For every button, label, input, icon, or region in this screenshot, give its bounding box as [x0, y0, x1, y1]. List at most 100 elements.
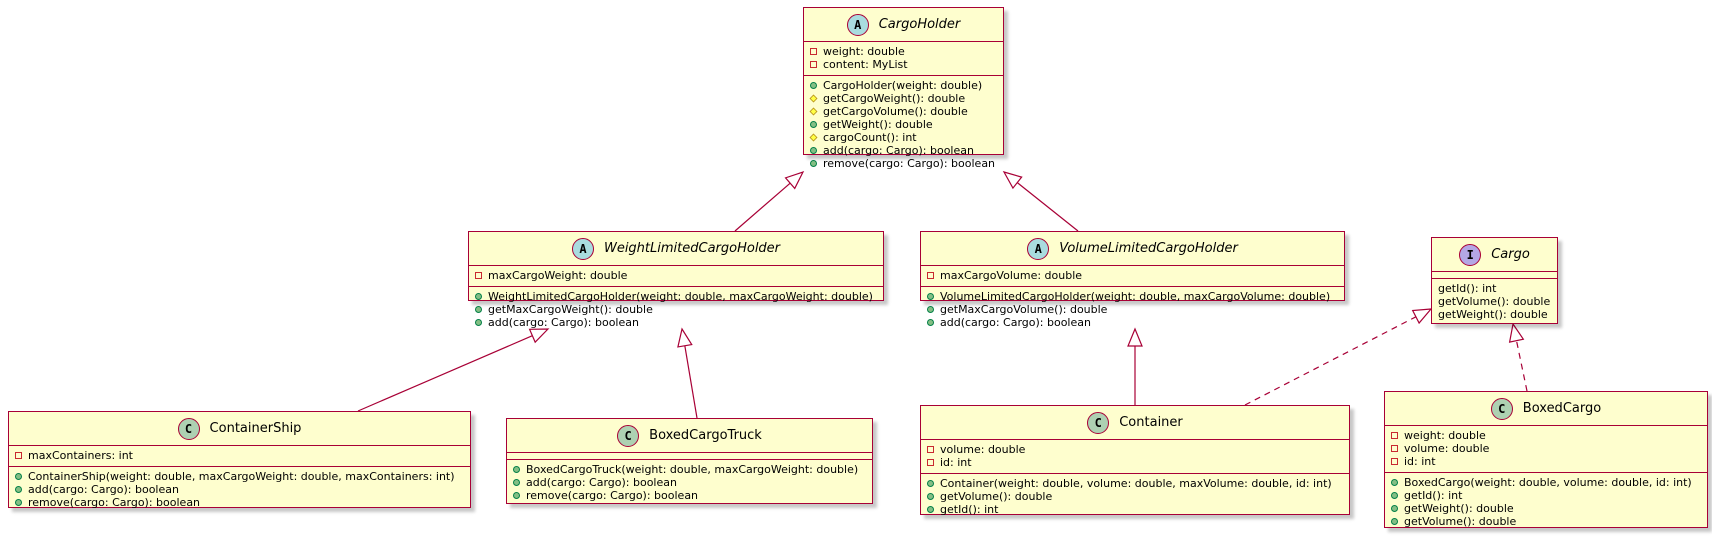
fields-section: maxCargoWeight: double	[469, 266, 883, 287]
private-visibility-icon	[927, 459, 934, 466]
method-text: getCargoWeight(): double	[823, 92, 966, 105]
public-visibility-icon	[927, 306, 934, 313]
method-text: getId(): int	[940, 503, 999, 516]
class-icon: C	[1087, 411, 1110, 434]
public-visibility-icon	[15, 473, 22, 480]
field-text: weight: double	[823, 45, 905, 58]
field-row: id: int	[1391, 455, 1701, 468]
method-row: add(cargo: Cargo): boolean	[475, 316, 877, 329]
inheritance-arrowhead	[1411, 308, 1433, 325]
class-name: Cargo	[1491, 247, 1530, 262]
methods-section: ContainerShip(weight: double, maxCargoWe…	[9, 467, 470, 513]
field-row: maxContainers: int	[15, 449, 464, 462]
public-visibility-icon	[810, 160, 817, 167]
public-visibility-icon	[475, 319, 482, 326]
public-visibility-icon	[1391, 505, 1398, 512]
field-row: maxCargoWeight: double	[475, 269, 877, 282]
class-containership[interactable]: C ContainerShip maxContainers: int Conta…	[8, 411, 471, 509]
fields-section: maxContainers: int	[9, 446, 470, 467]
method-row: add(cargo: Cargo): boolean	[513, 476, 866, 489]
field-row: id: int	[927, 456, 1343, 469]
methods-section: WeightLimitedCargoHolder(weight: double,…	[469, 287, 883, 333]
protected-visibility-icon	[809, 107, 818, 116]
method-row: getId(): int	[927, 503, 1343, 516]
method-row: WeightLimitedCargoHolder(weight: double,…	[475, 290, 877, 303]
private-visibility-icon	[1391, 432, 1398, 439]
method-text: add(cargo: Cargo): boolean	[823, 144, 974, 157]
method-text: getCargoVolume(): double	[823, 105, 968, 118]
public-visibility-icon	[513, 479, 520, 486]
abstract-class-icon: A	[1027, 237, 1050, 260]
field-text: content: MyList	[823, 58, 908, 71]
protected-visibility-icon	[809, 133, 818, 142]
private-visibility-icon	[1391, 458, 1398, 465]
method-row: ContainerShip(weight: double, maxCargoWe…	[15, 470, 464, 483]
public-visibility-icon	[810, 147, 817, 154]
interface-icon: I	[1459, 243, 1482, 266]
class-name: WeightLimitedCargoHolder	[603, 241, 781, 256]
methods-section: BoxedCargo(weight: double, volume: doubl…	[1385, 473, 1707, 532]
inheritance-arrowhead	[1508, 322, 1525, 343]
methods-section: Container(weight: double, volume: double…	[921, 474, 1349, 520]
method-text: BoxedCargoTruck(weight: double, maxCargo…	[526, 463, 859, 476]
class-weightlimitedcargoholder[interactable]: A WeightLimitedCargoHolder maxCargoWeigh…	[468, 231, 884, 329]
class-name: CargoHolder	[878, 17, 961, 32]
methods-section: VolumeLimitedCargoHolder(weight: double,…	[921, 287, 1344, 333]
method-text: getVolume(): double	[940, 490, 1053, 503]
class-header: I Cargo	[1432, 238, 1557, 272]
class-icon: C	[1490, 397, 1513, 420]
method-text: getWeight(): double	[823, 118, 933, 131]
method-text: add(cargo: Cargo): boolean	[940, 316, 1091, 329]
inheritance-arrowhead	[1127, 327, 1143, 347]
method-row: BoxedCargoTruck(weight: double, maxCargo…	[513, 463, 866, 476]
methods-section: CargoHolder(weight: double)getCargoWeigh…	[804, 76, 1003, 174]
method-row: getVolume(): double	[1438, 295, 1551, 308]
fields-section	[507, 453, 872, 460]
class-header: C ContainerShip	[9, 412, 470, 446]
class-header: A WeightLimitedCargoHolder	[469, 232, 883, 266]
inheritance-arrowhead	[528, 328, 550, 344]
inheritance-arrowhead	[784, 170, 805, 190]
method-text: getVolume(): double	[1438, 295, 1551, 308]
method-text: CargoHolder(weight: double)	[823, 79, 983, 92]
field-row: weight: double	[810, 45, 997, 58]
field-row: volume: double	[1391, 442, 1701, 455]
public-visibility-icon	[1391, 518, 1398, 525]
class-name: Container	[1119, 415, 1183, 430]
field-row: maxCargoVolume: double	[927, 269, 1338, 282]
field-row: volume: double	[927, 443, 1343, 456]
class-boxedcargotruck[interactable]: C BoxedCargoTruck BoxedCargoTruck(weight…	[506, 418, 873, 504]
class-icon: C	[177, 417, 200, 440]
method-text: getMaxCargoWeight(): double	[488, 303, 653, 316]
public-visibility-icon	[513, 492, 520, 499]
public-visibility-icon	[810, 82, 817, 89]
method-row: getVolume(): double	[1391, 515, 1701, 528]
class-volumelimitedcargoholder[interactable]: A VolumeLimitedCargoHolder maxCargoVolum…	[920, 231, 1345, 329]
generalization-edge	[357, 335, 533, 412]
method-text: getId(): int	[1438, 282, 1497, 295]
protected-visibility-icon	[809, 94, 818, 103]
method-row: add(cargo: Cargo): boolean	[810, 144, 997, 157]
methods-section: BoxedCargoTruck(weight: double, maxCargo…	[507, 460, 872, 506]
method-row: Container(weight: double, volume: double…	[927, 477, 1343, 490]
field-text: maxCargoVolume: double	[940, 269, 1083, 282]
private-visibility-icon	[810, 61, 817, 68]
private-visibility-icon	[475, 272, 482, 279]
method-row: add(cargo: Cargo): boolean	[15, 483, 464, 496]
private-visibility-icon	[1391, 445, 1398, 452]
field-text: volume: double	[1404, 442, 1490, 455]
inheritance-arrowhead	[677, 327, 693, 348]
method-text: remove(cargo: Cargo): boolean	[823, 157, 996, 170]
field-text: id: int	[940, 456, 972, 469]
method-text: WeightLimitedCargoHolder(weight: double,…	[488, 290, 873, 303]
method-row: getId(): int	[1391, 489, 1701, 502]
method-row: getWeight(): double	[1391, 502, 1701, 515]
public-visibility-icon	[927, 506, 934, 513]
